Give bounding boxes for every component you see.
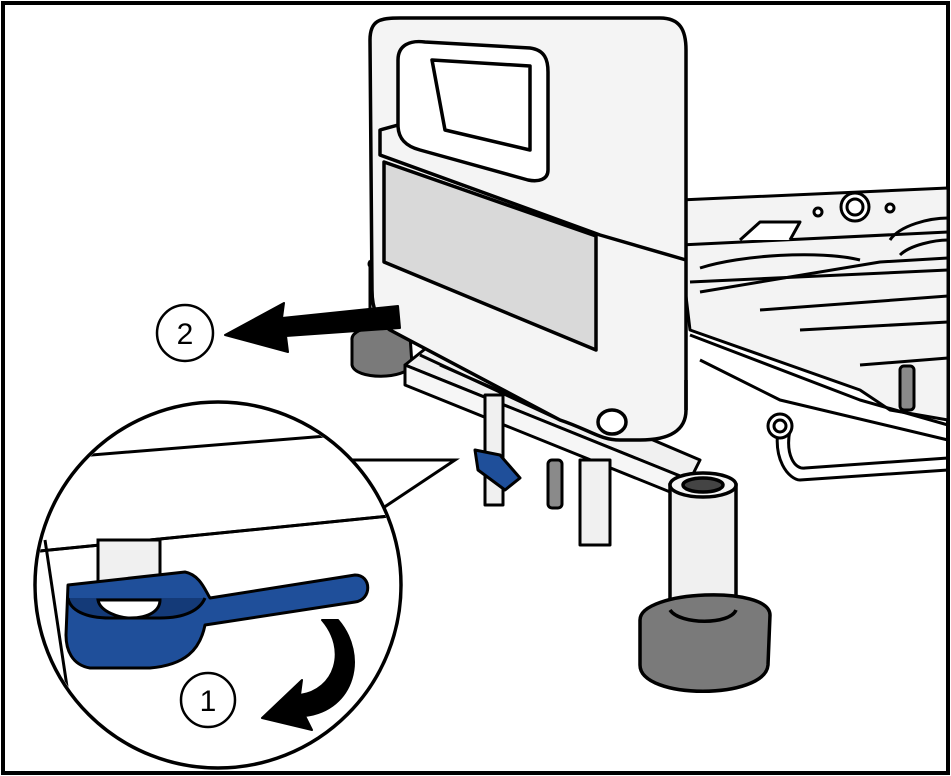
bed-deck [678, 186, 950, 482]
step-1-marker: 1 [179, 671, 237, 729]
curved-arrow-down-icon [261, 619, 355, 731]
detail-inset [33, 400, 460, 770]
step-1-number: 1 [200, 685, 217, 718]
arrow-left-icon [224, 302, 401, 353]
front-caster [638, 471, 772, 693]
step-2-number: 2 [177, 318, 194, 351]
deck-hinges [766, 191, 896, 440]
step-2-marker: 2 [155, 303, 215, 363]
